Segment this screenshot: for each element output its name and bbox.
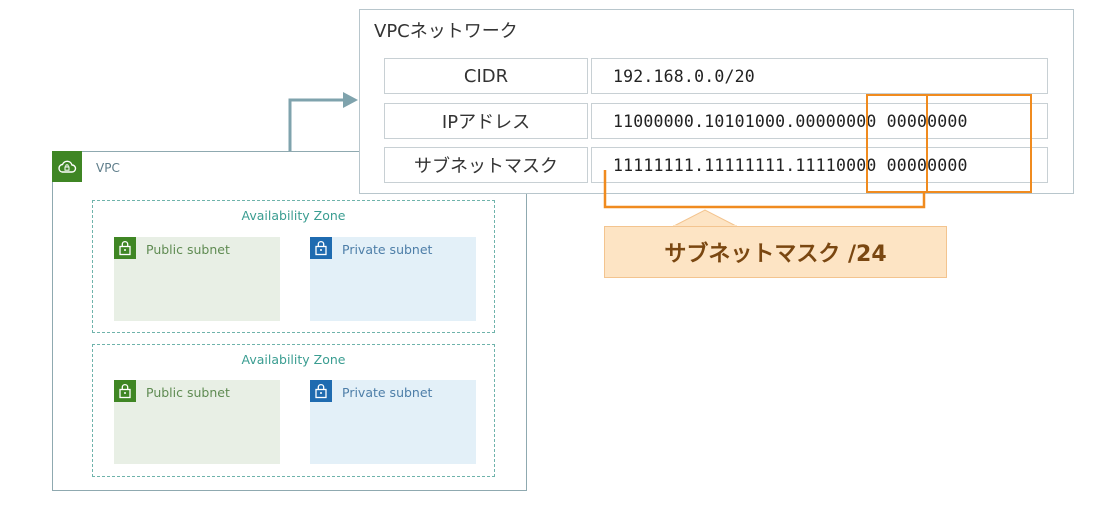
subnet-label: Public subnet [146,242,230,257]
subnet-label: Private subnet [342,385,433,400]
subnet-mask-callout: サブネットマスク /24 [604,226,947,278]
lock-icon [114,380,136,402]
lock-icon [310,237,332,259]
availability-zone: Availability Zone Public subnet Private … [92,200,495,333]
row-value-cidr: 192.168.0.0/20 [591,58,1048,94]
last-octet-highlight [926,94,1032,193]
subnet-label: Private subnet [342,242,433,257]
cloud-lock-icon [52,151,82,182]
row-label-subnet-mask: サブネットマスク [384,147,588,183]
private-subnet: Private subnet [310,237,476,321]
public-subnet: Public subnet [114,380,280,464]
lock-icon [114,237,136,259]
private-subnet: Private subnet [310,380,476,464]
vpc-label: VPC [96,161,120,175]
panel-title: VPCネットワーク [374,21,518,42]
subnet-label: Public subnet [146,385,230,400]
public-subnet: Public subnet [114,237,280,321]
lock-icon [310,380,332,402]
vpc-network-panel [359,9,1074,194]
availability-zone: Availability Zone Public subnet Private … [92,344,495,477]
row-label-ip-address: IPアドレス [384,103,588,139]
availability-zone-label: Availability Zone [241,352,346,367]
availability-zone-label: Availability Zone [241,208,346,223]
row-label-cidr: CIDR [384,58,588,94]
